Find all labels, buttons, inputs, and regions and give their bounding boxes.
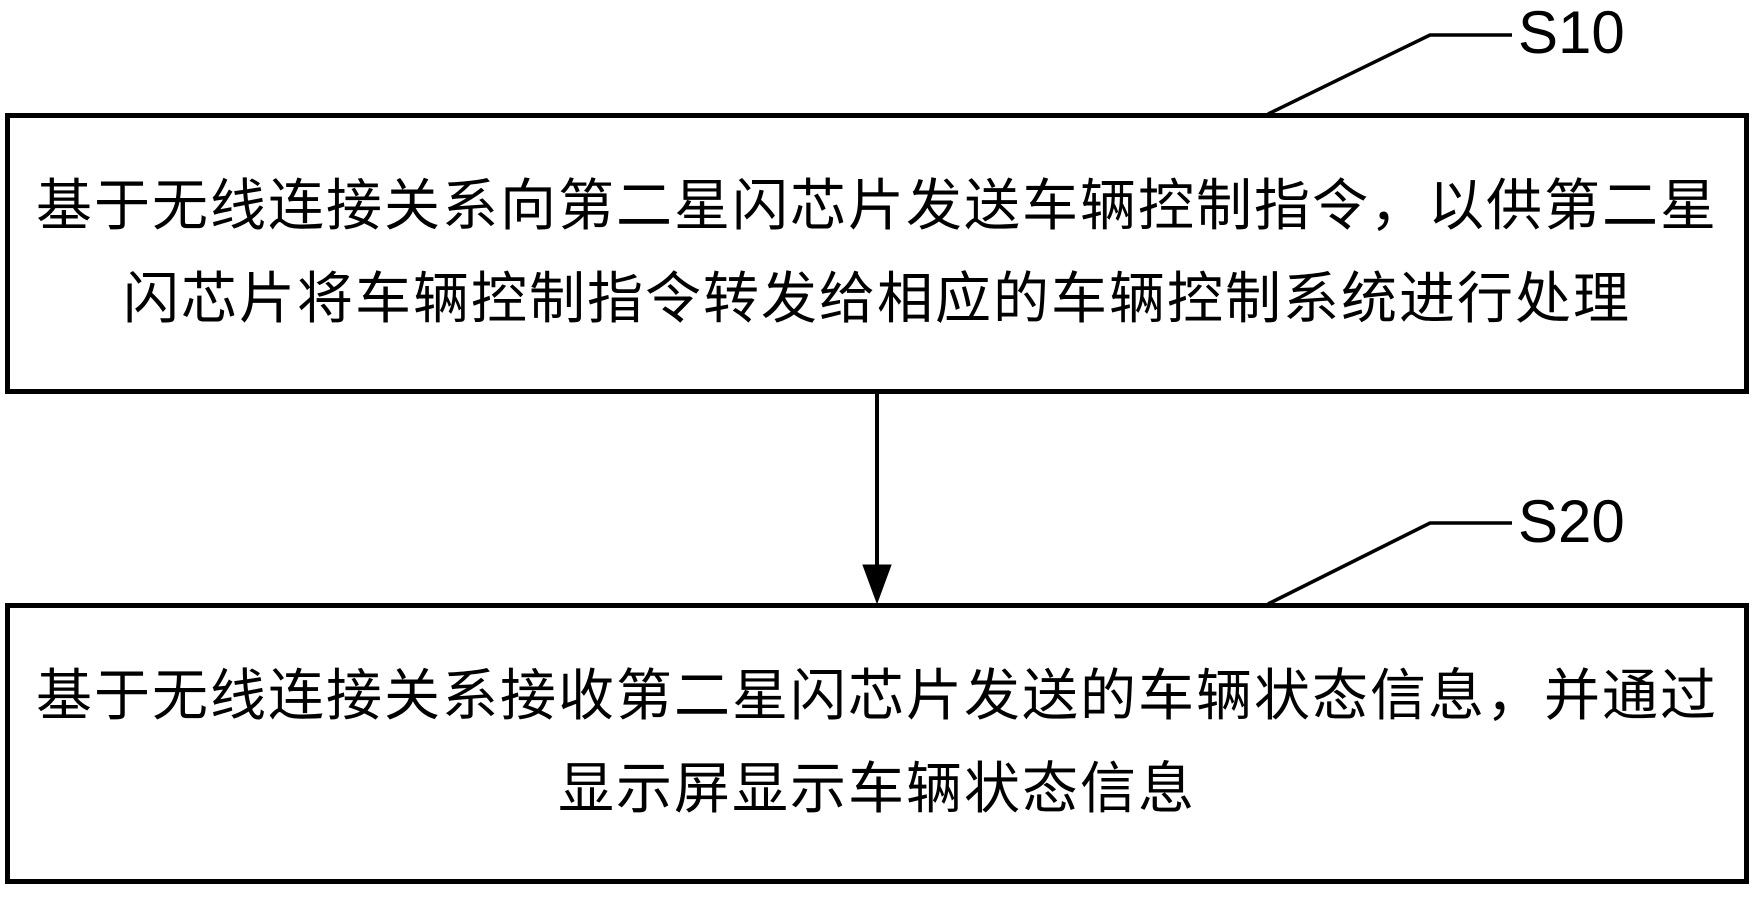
arrow-down-icon	[862, 564, 892, 605]
step-s10-text-line1: 基于无线连接关系向第二星闪芯片发送车辆控制指令，以供第二星	[36, 175, 1718, 238]
step-s10-text-line2: 闪芯片将车辆控制指令转发给相应的车辆控制系统进行处理	[123, 268, 1631, 331]
leader-line-s10	[1267, 33, 1512, 116]
step-s20-text-line1: 基于无线连接关系接收第二星闪芯片发送的车辆状态信息，并通过	[36, 665, 1718, 728]
step-box-s20: 基于无线连接关系接收第二星闪芯片发送的车辆状态信息，并通过 显示屏显示车辆状态信…	[5, 603, 1749, 884]
step-s20-text-line2: 显示屏显示车辆状态信息	[558, 758, 1196, 821]
step-box-s10: 基于无线连接关系向第二星闪芯片发送车辆控制指令，以供第二星 闪芯片将车辆控制指令…	[5, 113, 1749, 394]
leader-line-s20	[1267, 521, 1512, 606]
step-label-s20: S20	[1518, 488, 1625, 555]
step-label-s10: S10	[1518, 0, 1625, 66]
